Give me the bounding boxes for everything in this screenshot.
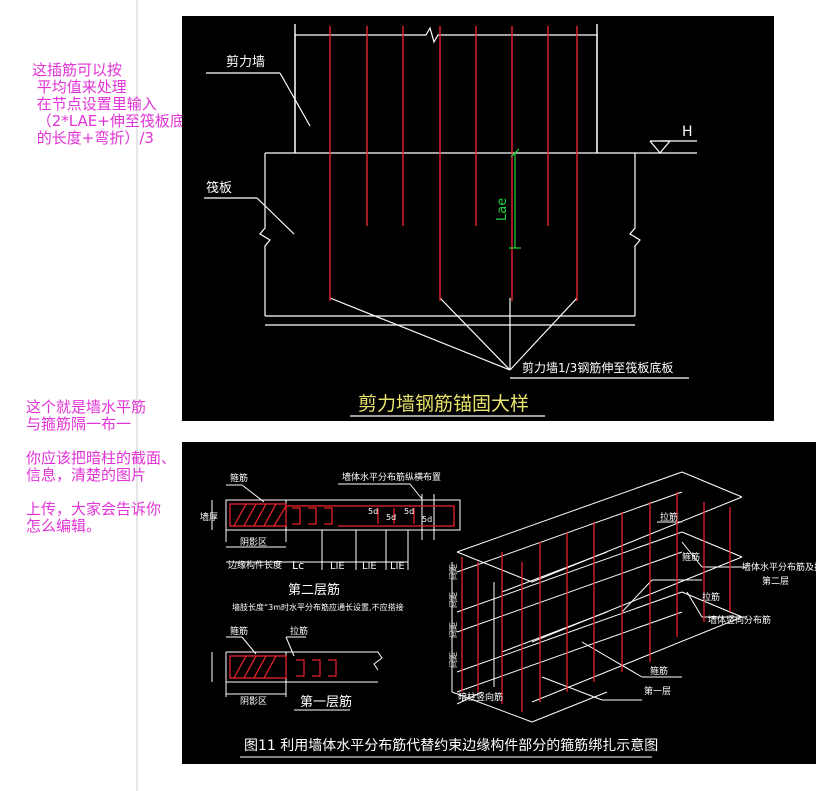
page-gutter-line	[136, 0, 138, 791]
label-shear-wall: 剪力墙	[226, 54, 265, 70]
plan-second-layer	[211, 483, 461, 570]
iso-spacing-3: 间距	[449, 622, 458, 638]
iso-label-stirrup-2: 箍筋	[650, 665, 668, 677]
label-second-layer: 第二层筋	[288, 582, 340, 598]
label-edge-member-length: 边缘构件长度	[228, 559, 282, 571]
label-wall-dist-bars: 墙体水平分布筋纵横布置	[342, 471, 441, 483]
label-5d-d: 5d	[422, 515, 432, 524]
iso-spacing-2: 间距	[449, 592, 458, 608]
plan-first-layer	[211, 636, 383, 711]
label-shadow-zone-top: 阴影区	[240, 537, 267, 548]
callout-one-third-bars: 剪力墙1/3钢筋伸至筏板底板	[522, 360, 673, 375]
wall-length-note: 墙肢长度“3m时水平分布筋应通长设置,不应搭接	[232, 602, 404, 612]
iso-spacing-4: 间距	[449, 652, 458, 668]
stirrup-second-layer	[229, 503, 455, 527]
cad-drawing-1-canvas: 剪力墙 筏板 H Lae 剪力墙1/3钢筋伸至筏板底板 剪力墙钢筋锚固大样	[204, 24, 697, 417]
stirrup-first-layer	[229, 655, 337, 679]
label-shadow-zone-bot: 阴影区	[240, 696, 267, 707]
comment-note-wall-horizontal-bars: 这个就是墙水平筋 与箍筋隔一布一 你应该把暗柱的截面、 信息，清楚的图片 上传，…	[26, 398, 177, 535]
drawing-title-anchorage: 剪力墙钢筋锚固大样	[358, 393, 529, 415]
label-elevation-h: H	[682, 124, 693, 140]
label-5d-b: 5d	[386, 513, 396, 522]
label-lc: Lc	[292, 559, 304, 572]
iso-label-stirrup: 箍筋	[682, 551, 700, 563]
label-first-layer: 第一层筋	[300, 694, 352, 710]
iso-label-hidden-column-bars: 暗柱竖向筋	[458, 691, 503, 703]
label-tie-bot: 拉筋	[290, 625, 308, 637]
lae-dimension	[509, 148, 521, 249]
iso-label-tie-1: 拉筋	[660, 511, 678, 523]
wall-outline	[204, 26, 697, 417]
vertical-rebars	[294, 24, 598, 301]
cad-drawing-2-canvas: 箍筋 墙体水平分布筋纵横布置 墙厚 阴影区 边缘构件长度 Lc LlE LlE …	[200, 471, 816, 758]
iso-label-tie-2: 拉筋	[702, 591, 720, 603]
label-stirrup-top: 箍筋	[230, 472, 248, 484]
iso-spacing-1: 间距	[449, 564, 458, 580]
label-lae: Lae	[495, 198, 510, 221]
label-lle-1: LlE	[330, 561, 345, 572]
label-5d-c: 5d	[404, 507, 414, 516]
label-side-thickness: 墙厚	[200, 511, 218, 523]
cad-drawing-shear-wall-anchorage: 剪力墙 筏板 H Lae 剪力墙1/3钢筋伸至筏板底板 剪力墙钢筋锚固大样	[182, 16, 774, 421]
iso-label-vertical-dist: 墙体竖向分布筋	[708, 614, 771, 626]
iso-label-second-layer: 第二层	[762, 575, 789, 587]
isometric-vertical-bars	[461, 492, 731, 712]
cad-drawing-boundary-element: 箍筋 墙体水平分布筋纵横布置 墙厚 阴影区 边缘构件长度 Lc LlE LlE …	[182, 442, 816, 764]
label-5d-a: 5d	[368, 507, 378, 516]
label-lle-3: LlE	[390, 561, 405, 572]
label-stirrup-bot: 箍筋	[230, 625, 248, 637]
iso-label-horizontal-and-ties: 墙体水平分布筋及拉筋	[742, 561, 816, 573]
figure-title: 图11 利用墙体水平分布筋代替约束边缘构件部分的箍筋绑扎示意图	[244, 737, 658, 754]
iso-label-first-layer: 第一层	[644, 685, 671, 697]
comment-note-insertion-bars: 这插筋可以按 平均值来处理 在节点设置里输入 （2*LAE+伸至筏板底 的长度+…	[32, 61, 185, 147]
label-raft: 筏板	[206, 180, 232, 196]
label-lle-2: LlE	[362, 561, 377, 572]
